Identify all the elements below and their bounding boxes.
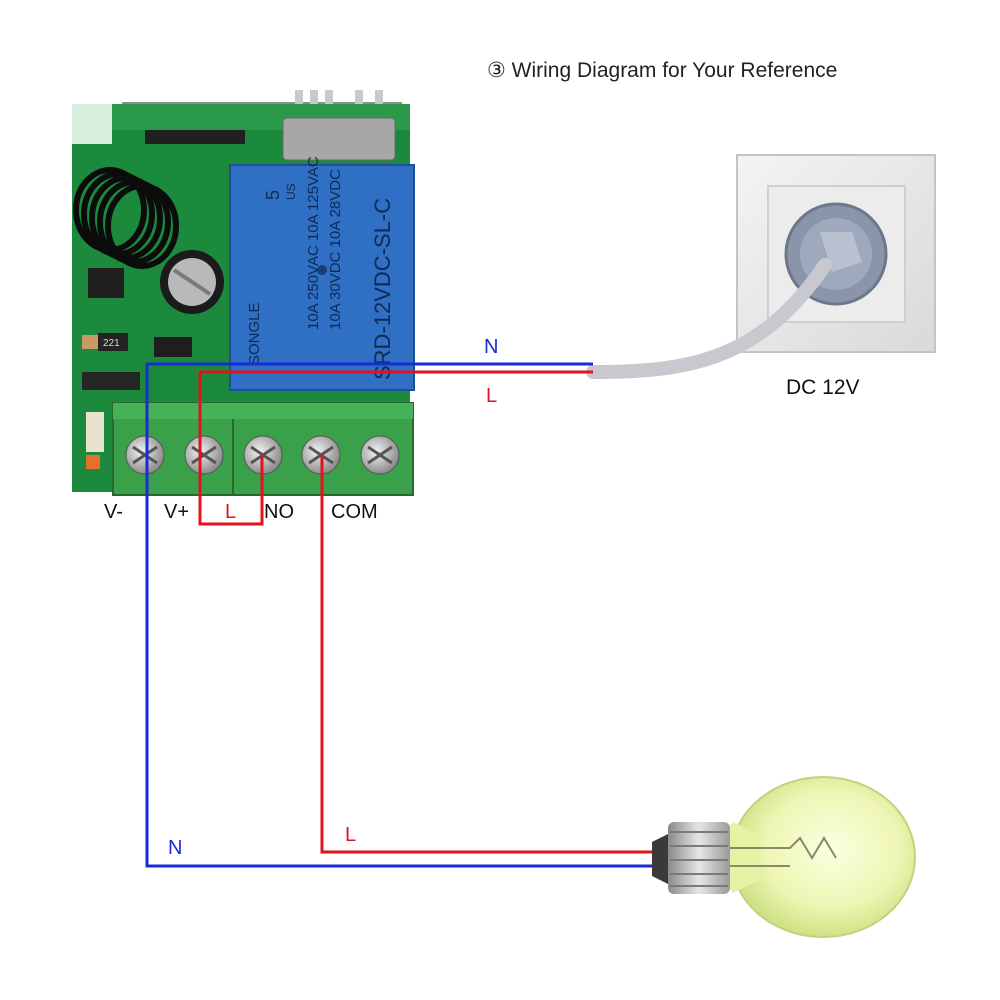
pin <box>355 90 363 106</box>
light-bulb <box>652 776 916 938</box>
pin <box>310 90 318 106</box>
relay-mark <box>317 265 327 275</box>
lamp-line-wire <box>320 455 652 854</box>
terminal-label-no: NO <box>264 501 294 523</box>
chip <box>145 130 245 144</box>
screw-v-plus <box>184 435 224 475</box>
terminal-screws <box>125 435 400 475</box>
screw-nc <box>360 435 400 475</box>
relay-rating-2: 10A 30VDC 10A 28VDC <box>327 169 344 330</box>
terminal-label-v-plus: V+ <box>164 501 189 523</box>
relay-module: 221 SONGLE 10A 250VAC 10A 125VAC 10A 30V… <box>72 90 415 496</box>
crystal-oscillator <box>282 117 396 161</box>
relay: SONGLE 10A 250VAC 10A 125VAC 10A 30VDC 1… <box>229 156 415 391</box>
pin <box>325 90 333 106</box>
led-indicator <box>86 455 100 469</box>
relay-cert: US <box>284 183 298 200</box>
pin <box>375 90 383 106</box>
relay-model: SRD-12VDC-SL-C <box>370 198 395 380</box>
diagram-title: ③ Wiring Diagram for Your Reference <box>487 59 837 82</box>
voltage-regulator <box>88 268 124 298</box>
transistor <box>154 337 192 357</box>
terminal-label-v-minus: V- <box>104 501 123 523</box>
resistor-code: 221 <box>103 338 120 349</box>
terminal-label-com: COM <box>331 501 378 523</box>
diode <box>82 372 140 390</box>
jumper-wire <box>198 455 264 526</box>
antenna-coil <box>73 167 179 269</box>
wall-outlet <box>736 154 936 353</box>
wire-label-jumper-line: L <box>225 501 236 523</box>
power-source-label: DC 12V <box>786 376 860 399</box>
wire-label-lamp-neutral: N <box>168 837 182 859</box>
wires <box>145 362 652 868</box>
bulb-contact <box>652 834 668 884</box>
bulb-filament <box>730 836 837 867</box>
neutral-wire <box>145 362 652 868</box>
wire-label-supply-line: L <box>486 385 497 407</box>
wire-label-lamp-line: L <box>345 824 356 846</box>
screw-v-minus <box>125 435 165 475</box>
bulb-base <box>668 822 730 894</box>
pcb-corner-pad <box>72 104 112 144</box>
pin <box>295 90 303 106</box>
line-supply-wire <box>198 370 593 455</box>
relay-rating-1: 10A 250VAC 10A 125VAC <box>305 156 322 330</box>
power-cable <box>586 258 832 379</box>
resistor-chip <box>98 333 128 351</box>
smd-component <box>86 412 104 452</box>
relay-number: 5 <box>263 190 283 200</box>
wire-label-supply-neutral: N <box>484 336 498 358</box>
capacitor <box>160 250 224 314</box>
relay-brand: SONGLE <box>246 302 263 365</box>
